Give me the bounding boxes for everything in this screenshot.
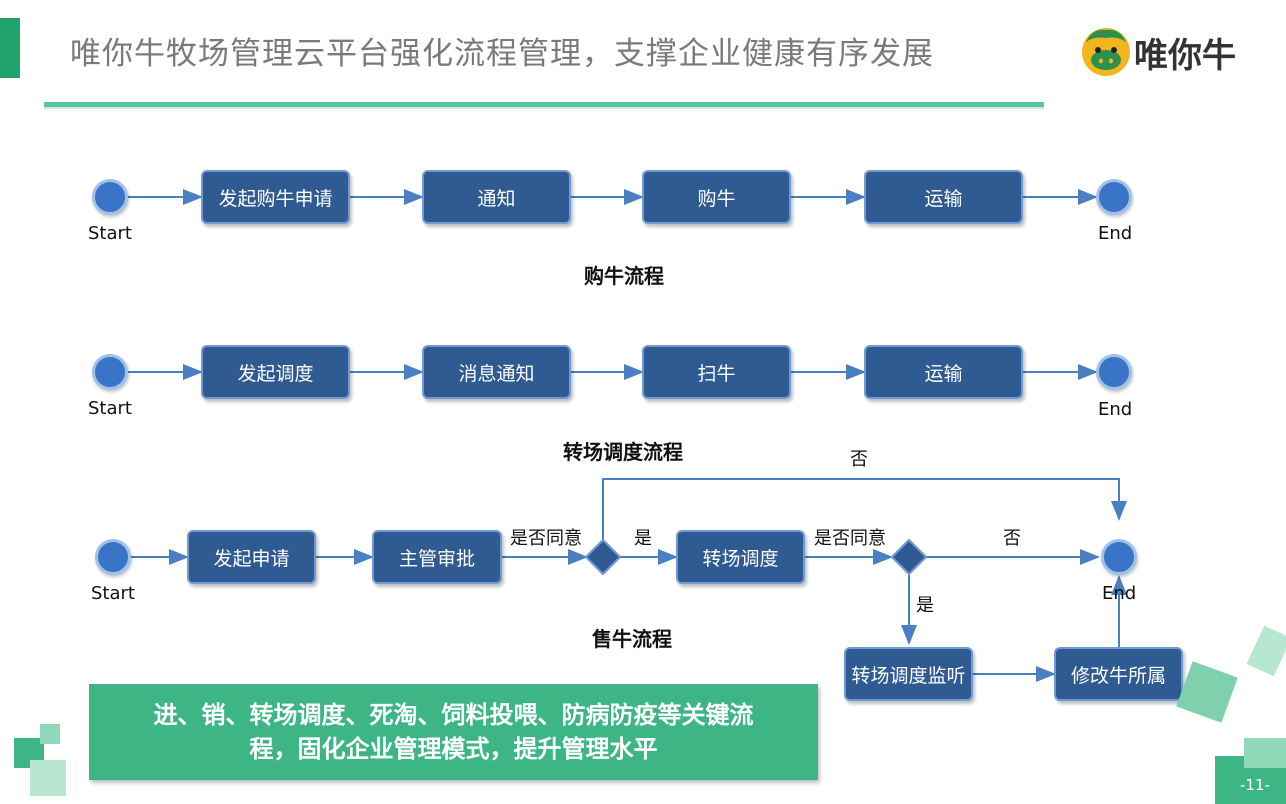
- flow-step: 发起申请: [187, 530, 316, 584]
- yes-label: 是: [634, 528, 652, 549]
- decision-label: 是否同意: [510, 528, 582, 549]
- flow-step: 运输: [864, 170, 1023, 224]
- flow-title-sale: 售牛流程: [592, 627, 672, 651]
- page-number: -11-: [1240, 776, 1270, 794]
- end-label: End: [1102, 583, 1137, 604]
- flow-step: 主管审批: [372, 530, 502, 584]
- end-label: End: [1098, 223, 1133, 244]
- arrow: [602, 478, 1127, 540]
- flow-step: 购牛: [642, 170, 791, 224]
- start-label: Start: [91, 583, 135, 604]
- flow-step: 扫牛: [642, 345, 791, 399]
- start-node: [95, 539, 131, 575]
- decor-square: [40, 724, 60, 744]
- summary-banner: 进、销、转场调度、死淘、饲料投喂、防病防疫等关键流 程，固化企业管理模式，提升管…: [89, 684, 818, 780]
- start-node: [92, 354, 128, 390]
- title-divider-shadow: [44, 107, 1044, 109]
- start-label: Start: [88, 398, 132, 419]
- no-label: 否: [850, 449, 868, 470]
- flow-step: 通知: [422, 170, 571, 224]
- start-node: [92, 179, 128, 215]
- decor-square: [1244, 738, 1286, 768]
- end-node: [1096, 179, 1132, 215]
- flow-title-purchase: 购牛流程: [584, 264, 664, 288]
- cow-face-icon: [1082, 28, 1130, 76]
- flow-step: 消息通知: [422, 345, 571, 399]
- yes-label: 是: [916, 595, 934, 616]
- title-accent-bar: [0, 18, 20, 78]
- start-label: Start: [88, 223, 132, 244]
- summary-line: 程，固化企业管理模式，提升管理水平: [249, 735, 658, 763]
- flow-step: 运输: [864, 345, 1023, 399]
- end-node: [1096, 354, 1132, 390]
- end-label: End: [1098, 399, 1133, 420]
- decision-label: 是否同意: [814, 528, 886, 549]
- flow-step: 修改牛所属: [1054, 647, 1183, 701]
- decor-square: [30, 760, 66, 796]
- flow-step: 发起购牛申请: [201, 170, 350, 224]
- page-title: 唯你牛牧场管理云平台强化流程管理，支撑企业健康有序发展: [70, 36, 934, 72]
- flow-step: 发起调度: [201, 345, 350, 399]
- flow-step: 转场调度监听: [844, 647, 973, 701]
- title-divider: [44, 102, 1044, 107]
- no-label: 否: [1003, 528, 1021, 549]
- brand-logo-text: 唯你牛: [1134, 36, 1236, 76]
- brand-logo: 唯你牛: [1078, 20, 1258, 80]
- summary-line: 进、销、转场调度、死淘、饲料投喂、防病防疫等关键流: [153, 701, 754, 729]
- flow-step: 转场调度: [676, 530, 805, 584]
- flow-title-transfer: 转场调度流程: [563, 440, 683, 464]
- end-node: [1101, 539, 1137, 575]
